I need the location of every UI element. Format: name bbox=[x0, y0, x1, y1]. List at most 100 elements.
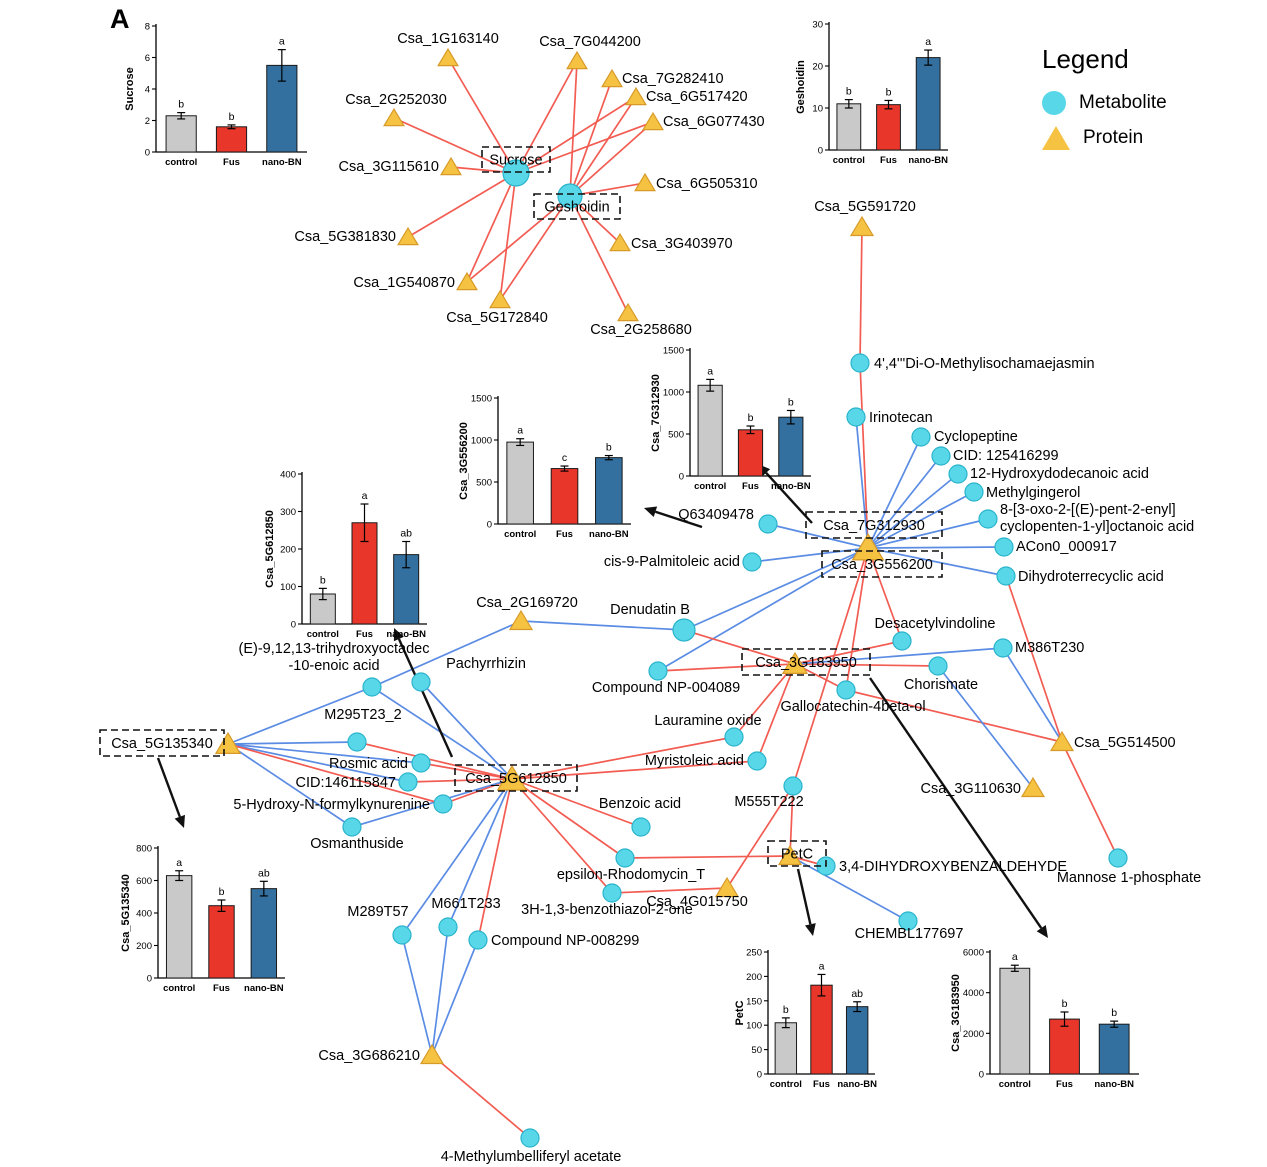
node-label-m_5hydroxyN: 5-Hydroxy-N-formylkynurenine bbox=[233, 797, 430, 813]
protein-node-icon-p1G540870 bbox=[456, 271, 478, 291]
network-edge bbox=[845, 689, 1063, 743]
significance-letter: ab bbox=[400, 528, 412, 540]
node-label-p2G252030: Csa_2G252030 bbox=[345, 92, 447, 108]
network-edge bbox=[756, 663, 796, 762]
node-label-m_dihydroxybenz: 3,4-DIHYDROXYBENZALDEHYDE bbox=[839, 859, 1067, 875]
y-tick-label: 0 bbox=[147, 974, 152, 985]
network-edge bbox=[227, 741, 358, 745]
metabolite-node-icon-m_epsilon bbox=[615, 848, 635, 868]
significance-letter: b bbox=[219, 886, 225, 898]
significance-letter: ab bbox=[851, 988, 863, 1000]
legend-item-protein: Protein bbox=[1042, 126, 1167, 150]
significance-letter: a bbox=[279, 36, 285, 48]
metabolite-node-icon-m_denudatin bbox=[672, 618, 696, 642]
metabolite-node-icon-m_q63 bbox=[758, 514, 778, 534]
significance-letter: a bbox=[1012, 951, 1018, 963]
protein-node-icon-p6G505310 bbox=[634, 172, 656, 192]
metabolite-node-icon-m_cyclopeptine bbox=[911, 427, 931, 447]
network-edge bbox=[859, 226, 863, 364]
protein-node-icon-p3G115610 bbox=[440, 156, 462, 176]
network-edge bbox=[227, 743, 353, 828]
node-label-m_q63: Q63409478 bbox=[678, 507, 754, 523]
metabolite-node-icon-m_pachyrrhizin bbox=[411, 672, 431, 692]
metabolite-node-icon-m_4methyl bbox=[520, 1128, 540, 1148]
y-tick-label: 20 bbox=[812, 62, 823, 73]
x-tick-label: Fus bbox=[556, 529, 573, 540]
protein-node-icon-p5G514500 bbox=[1049, 730, 1075, 752]
node-label-p6G505310: Csa_6G505310 bbox=[656, 176, 758, 192]
network-edge bbox=[867, 547, 1007, 577]
node-label-m_lauramine: Lauramine oxide bbox=[654, 713, 761, 729]
node-label-p7G044200: Csa_7G044200 bbox=[539, 34, 641, 50]
metabolite-node-icon-m_chembl bbox=[898, 911, 918, 931]
y-tick-label: 0 bbox=[757, 1070, 762, 1081]
network-edge bbox=[789, 855, 909, 922]
network-edge bbox=[431, 926, 449, 1056]
metabolite-icon bbox=[1042, 91, 1066, 115]
y-tick-label: 600 bbox=[136, 876, 152, 887]
metabolite-node-icon-m_octanoic bbox=[978, 509, 998, 529]
y-tick-label: 0 bbox=[979, 1070, 984, 1081]
significance-letter: b bbox=[886, 86, 892, 98]
y-tick-label: 1500 bbox=[663, 346, 684, 357]
node-label-m_m661t233: M661T233 bbox=[431, 896, 500, 912]
y-axis-label: Csa_3G556200 bbox=[458, 422, 470, 500]
node-label-p2G169720: Csa_2G169720 bbox=[476, 595, 578, 611]
hub-box bbox=[454, 764, 578, 792]
bar-control bbox=[165, 875, 193, 979]
bar-chart-svg-csa5G135340: 0200400600800Csa_5G135340acontrolbFusabn… bbox=[120, 844, 285, 994]
node-label-m_osmanthuside: Osmanthuside bbox=[310, 836, 404, 852]
bar-Fus bbox=[810, 984, 833, 1075]
bar-Fus bbox=[550, 468, 579, 525]
node-label-m_benzothiazol: 3H-1,3-benzothiazol-2-one bbox=[521, 902, 693, 918]
significance-letter: b bbox=[1062, 998, 1068, 1010]
y-tick-label: 400 bbox=[136, 909, 152, 920]
callout-arrow bbox=[765, 472, 813, 524]
y-tick-label: 800 bbox=[136, 844, 152, 855]
node-label-m_octanoic: 8-[3-oxo-2-[(E)-pent-2-enyl] bbox=[1000, 502, 1176, 518]
network-edge bbox=[431, 939, 479, 1056]
network-edge bbox=[569, 78, 613, 197]
metabolite-node-icon-m_rosmic bbox=[411, 753, 431, 773]
network-edge bbox=[733, 663, 796, 738]
node-label-p6G517420: Csa_6G517420 bbox=[646, 89, 748, 105]
network-edge bbox=[407, 172, 517, 238]
x-tick-label: Fus bbox=[742, 481, 759, 492]
node-label-m_desacetyl: Desacetylvindoline bbox=[875, 616, 996, 632]
node-label-m_dihydroterre: Dihydroterrecyclic acid bbox=[1018, 569, 1164, 585]
y-tick-label: 1500 bbox=[471, 394, 492, 405]
protein-node-icon-p2G169720 bbox=[508, 609, 534, 631]
node-label-p6G077430: Csa_6G077430 bbox=[663, 114, 765, 130]
protein-node-icon-p1G163140 bbox=[437, 47, 459, 67]
x-tick-label: control bbox=[165, 157, 197, 168]
y-tick-label: 6 bbox=[145, 53, 150, 64]
metabolite-node-icon-m_5hydroxyN bbox=[433, 794, 453, 814]
bar-chart-svg-csa7G312930: 050010001500Csa_7G312930acontrolbFusbnan… bbox=[650, 346, 811, 492]
network-edge bbox=[520, 620, 685, 631]
hub-box bbox=[533, 193, 621, 220]
callout-arrow bbox=[156, 757, 181, 818]
node-label-m_cid146: CID:146115847 bbox=[295, 775, 396, 791]
network-edge bbox=[515, 121, 654, 174]
network-edge bbox=[511, 778, 642, 828]
callout-arrow bbox=[397, 638, 454, 758]
x-tick-label: control bbox=[833, 155, 865, 166]
node-label-m_trihydroxy: -10-enoic acid bbox=[288, 658, 379, 674]
network-edge bbox=[227, 743, 422, 764]
y-tick-label: 1000 bbox=[663, 388, 684, 399]
metabolite-node-icon-m_trihydroxy bbox=[362, 677, 382, 697]
network-edge bbox=[466, 195, 571, 283]
significance-letter: b bbox=[783, 1004, 789, 1016]
y-axis-label: Csa_5G612850 bbox=[264, 510, 276, 588]
y-tick-label: 0 bbox=[291, 620, 296, 631]
node-label-m_acon0: ACon0_000917 bbox=[1016, 539, 1117, 555]
significance-letter: a bbox=[707, 365, 713, 377]
hub-box bbox=[821, 550, 943, 578]
metabolite-node-icon-m_desacetyl bbox=[892, 631, 912, 651]
callout-arrow bbox=[796, 868, 812, 925]
